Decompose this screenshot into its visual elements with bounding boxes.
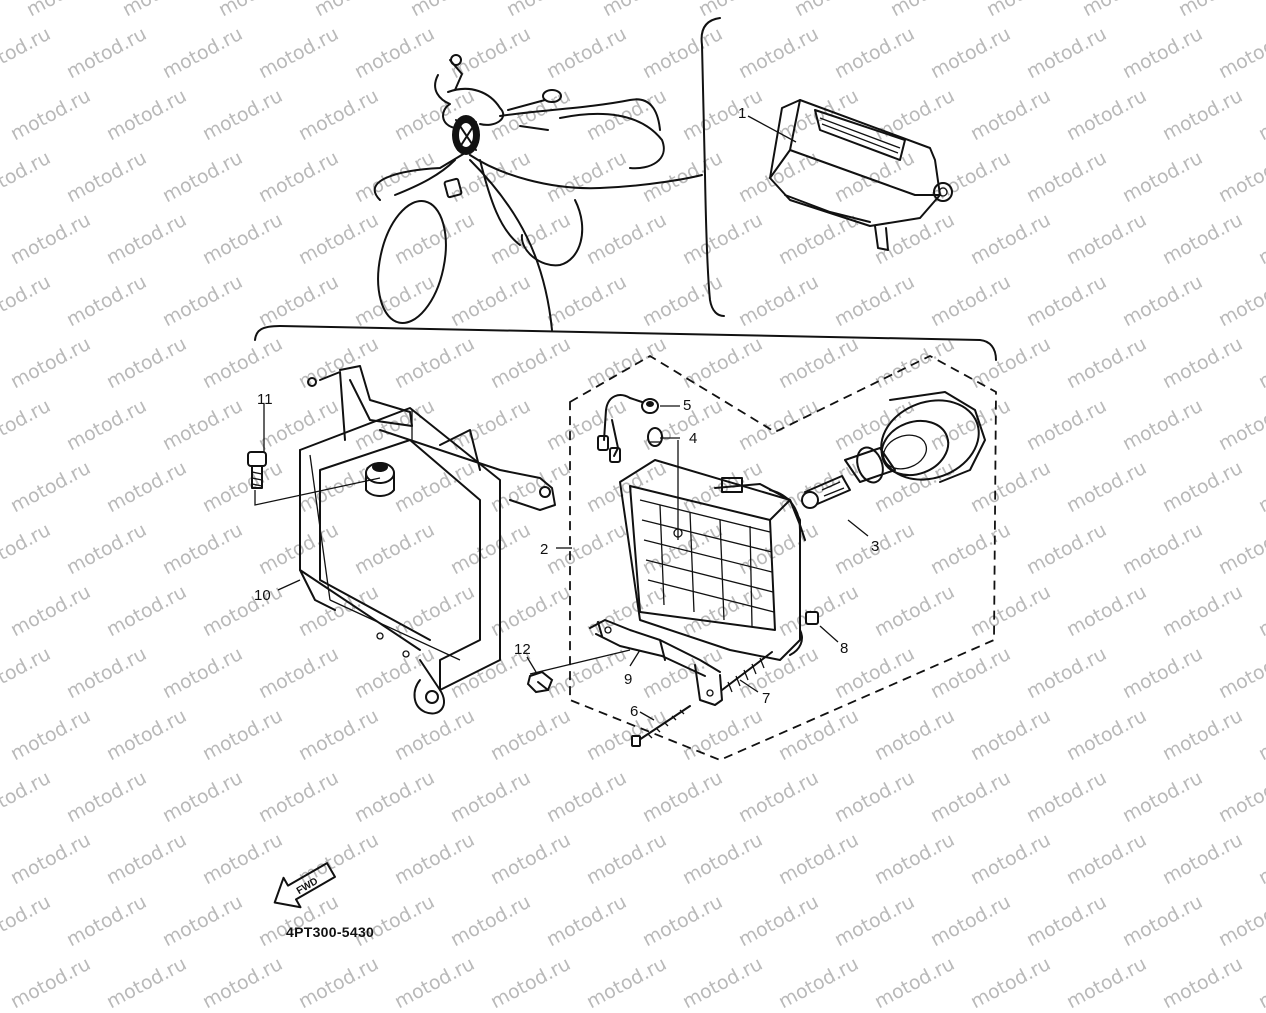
callout-8: 8 <box>840 640 848 657</box>
watermark-text: motod.ru <box>199 952 287 1013</box>
watermark-text: motod.ru <box>487 952 575 1013</box>
part-bulb-socket <box>801 391 986 509</box>
callout-2: 2 <box>540 541 548 558</box>
part-adjust-screw <box>721 651 773 693</box>
part-bolt-12 <box>526 670 554 694</box>
part-nut <box>805 611 819 625</box>
watermark-text: motod.ru <box>871 952 959 1013</box>
watermark-text: motod.ru <box>1255 952 1266 1013</box>
callout-6: 6 <box>630 703 638 720</box>
watermark-text: motod.ru <box>775 952 863 1013</box>
part-bolt-11 <box>247 451 267 489</box>
assembly-bracket <box>254 325 997 361</box>
parts-drawing: 1 2 3 4 5 6 7 8 9 10 11 12 FWD <box>247 17 997 909</box>
motorcycle-overview-sketch <box>373 54 703 331</box>
watermark-text: motod.ru <box>391 952 479 1013</box>
part-long-screw <box>631 705 691 747</box>
watermark-text: motod.ru <box>1159 952 1247 1013</box>
watermark-text: motod.ru <box>679 952 767 1013</box>
callout-3: 3 <box>871 538 879 555</box>
callout-4: 4 <box>689 430 697 447</box>
callout-1: 1 <box>738 105 746 122</box>
watermark-text: motod.ru <box>583 952 671 1013</box>
watermark-text: motod.ru <box>103 952 191 1013</box>
callout-11: 11 <box>257 391 273 408</box>
callout-5: 5 <box>683 397 691 414</box>
part-pilot-bulb <box>647 427 663 447</box>
callout-9: 9 <box>624 671 632 688</box>
section-divider-curve <box>700 17 725 317</box>
headlight-group-boundary <box>569 354 997 761</box>
headlight-highlight-scribble <box>452 115 480 155</box>
part-meter-assembly <box>769 99 953 251</box>
part-headlight-stay <box>299 365 556 715</box>
part-socket-cord <box>597 394 659 463</box>
callout-10: 10 <box>254 587 271 604</box>
fwd-direction-arrow: FWD <box>273 862 336 909</box>
watermark-text: motod.ru <box>1063 952 1151 1013</box>
callout-7: 7 <box>762 690 770 707</box>
callout-12: 12 <box>514 641 531 658</box>
part-adjust-bracket <box>589 619 723 706</box>
leader-lines <box>254 115 869 721</box>
part-headlight-unit <box>619 459 806 661</box>
watermark-text: motod.ru <box>7 952 95 1013</box>
watermark-text: motod.ru <box>295 952 383 1013</box>
diagram-code: 4PT300-5430 <box>286 924 375 940</box>
callout-labels: 1 2 3 4 5 6 7 8 9 10 11 12 <box>254 105 879 720</box>
watermark-text: motod.ru <box>967 952 1055 1013</box>
